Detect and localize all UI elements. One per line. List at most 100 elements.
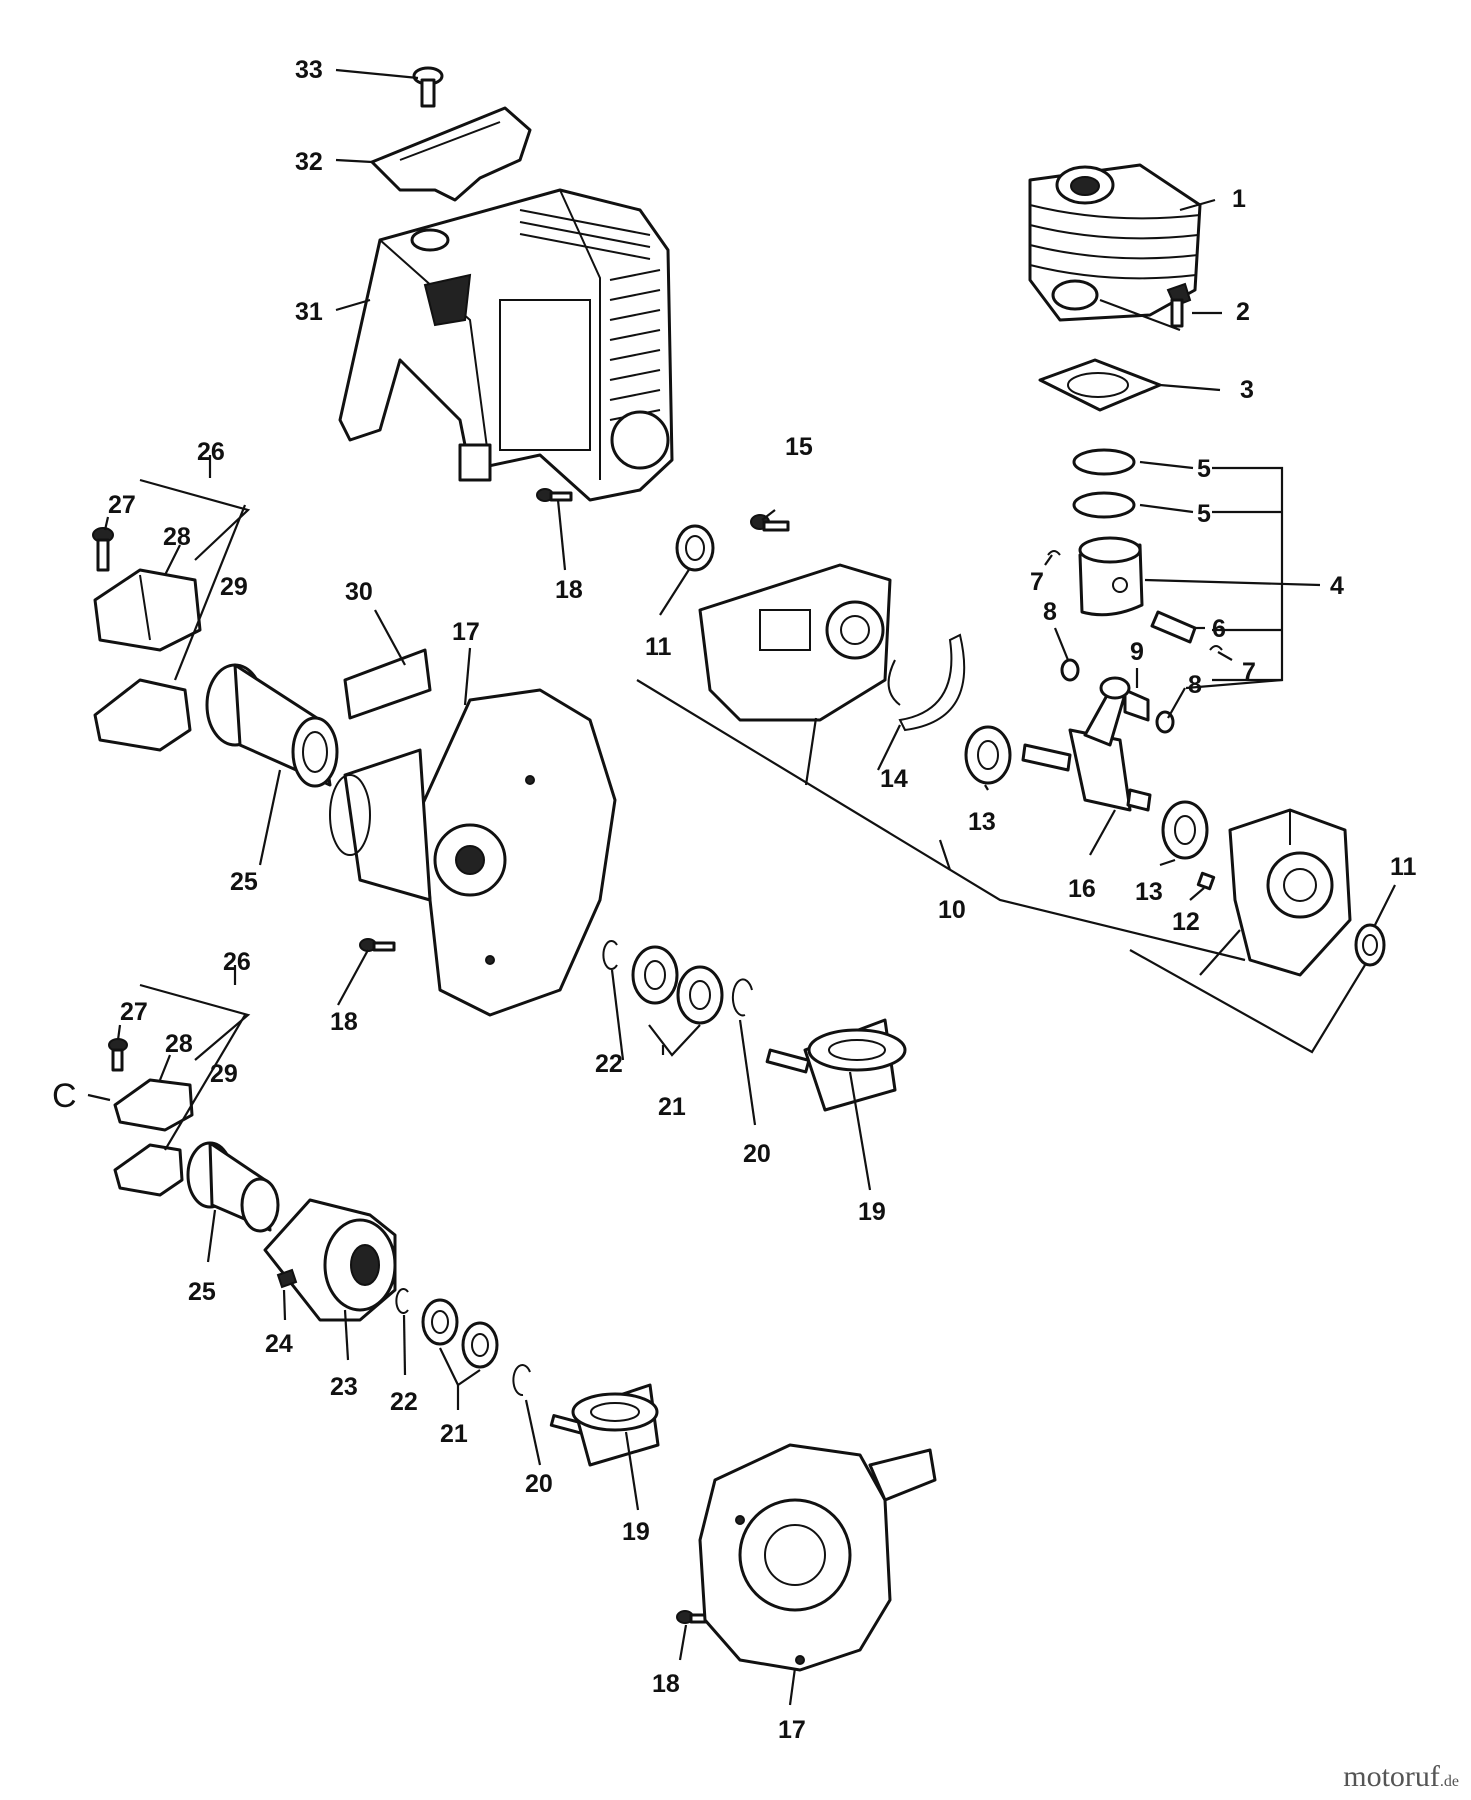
callout-7-left: 7 [1030,568,1044,596]
callout-22-upper: 22 [595,1050,623,1078]
callout-15: 15 [785,433,813,461]
part-24-screw [276,1268,298,1289]
part-11-oil-seal-left [675,524,715,572]
part-21-bearings-upper [631,945,724,1025]
part-27-bolt-upper [92,527,114,572]
callout-7-right: 7 [1242,658,1256,686]
callout-20-upper: 20 [743,1140,771,1168]
callout-11-right: 11 [1390,853,1417,881]
part-30-label [343,648,432,720]
callout-C: C [52,1077,77,1115]
part-25-clutch-housing-upper [205,663,339,788]
callout-20-lower: 20 [525,1470,553,1498]
callout-10: 10 [938,896,966,924]
part-10-crankcase-left [698,563,892,722]
part-20-circlip-lower [512,1364,531,1397]
callout-13-right: 13 [1135,878,1163,906]
part-5-piston-rings [1072,448,1136,519]
callout-24: 24 [265,1330,293,1358]
callout-8-left: 8 [1043,598,1057,626]
callout-18-lower: 18 [652,1670,680,1698]
callout-26-lower: 26 [223,948,251,976]
part-17-starter-housing-lower [698,1443,937,1672]
part-18-screw-middle [359,938,396,952]
callout-33: 33 [295,56,323,84]
part-22-snap-ring-upper [602,940,618,970]
part-18-screw-lower [676,1610,713,1624]
part-13-main-bearing-left [964,725,1012,785]
part-28-clutch-shoe-upper [93,568,202,652]
callout-28-upper: 28 [163,523,191,551]
part-10-crankcase-right [1228,808,1352,977]
part-22-snap-ring-lower [395,1288,409,1314]
callout-32: 32 [295,148,323,176]
part-25-clutch-housing-lower [186,1141,280,1233]
callout-16: 16 [1068,875,1096,903]
part-18-screw-upper [536,488,573,502]
callout-18-upper: 18 [555,576,583,604]
part-9-needle-bearing [1123,688,1150,722]
callout-30: 30 [345,578,373,606]
callout-9: 9 [1130,638,1144,666]
part-29-clutch-shoe-lower [113,1143,184,1197]
callout-19-upper: 19 [858,1198,886,1226]
callout-14: 14 [880,765,908,793]
leader-lines [87,68,1396,1706]
part-2-bolt [1166,282,1192,328]
callout-25-lower: 25 [188,1278,216,1306]
watermark-tld: .de [1439,1773,1459,1790]
callout-1: 1 [1232,185,1246,213]
callout-12: 12 [1172,908,1200,936]
part-17-fan-housing-upper [329,688,617,1017]
callout-5-lower: 5 [1197,500,1211,528]
callout-31: 31 [295,298,323,326]
callout-26-upper: 26 [197,438,225,466]
callout-labels: 33 32 31 1 2 3 5 5 4 6 7 7 8 8 9 15 11 1… [52,56,1417,1744]
part-16-crankshaft [1021,676,1152,812]
part-23-clutch-adapter [263,1198,397,1322]
callout-2: 2 [1236,298,1250,326]
callout-21-lower: 21 [440,1420,468,1448]
part-11-oil-seal-right [1354,923,1386,967]
callout-5-upper: 5 [1197,455,1211,483]
part-20-circlip-upper [731,978,753,1017]
part-31-engine-shroud [338,188,674,502]
callout-29-upper: 29 [220,573,248,601]
callout-4: 4 [1330,572,1344,600]
callout-21-upper: 21 [658,1093,686,1121]
part-19-clutch-drum-lower [549,1383,660,1467]
part-28-clutch-shoe-lower [113,1078,194,1132]
watermark-name: motoruf [1343,1760,1440,1793]
callout-13-left: 13 [968,808,996,836]
part-6-piston-pin [1150,610,1197,644]
callout-27-upper: 27 [108,491,136,519]
callout-22-lower: 22 [390,1388,418,1416]
part-7-circlips [1047,550,1223,651]
callout-19-lower: 19 [622,1518,650,1546]
part-15-screw [750,514,790,532]
callout-17-lower: 17 [778,1716,806,1744]
callout-23: 23 [330,1373,358,1401]
part-12-dowel-pin [1196,871,1216,891]
callout-29-lower: 29 [210,1060,238,1088]
site-watermark: motoruf.de [1343,1760,1459,1794]
part-19-clutch-drum-upper [765,1018,907,1112]
callout-18-middle: 18 [330,1008,358,1036]
part-27-bolt-lower [108,1038,128,1072]
part-13-main-bearing-right [1161,800,1209,860]
callout-8-right: 8 [1188,671,1202,699]
part-14-crankcase-gasket [887,633,966,732]
callout-3: 3 [1240,376,1254,404]
part-33-screw [412,66,444,108]
callout-25-upper: 25 [230,868,258,896]
part-3-gasket [1038,358,1162,412]
part-32-cover-plate [370,106,532,202]
callout-11-left: 11 [645,633,672,661]
callout-27-lower: 27 [120,998,148,1026]
callout-6: 6 [1212,615,1226,643]
part-4-piston [1078,536,1144,617]
part-29-clutch-shoe-upper [93,678,192,752]
callout-17-upper: 17 [452,618,480,646]
part-21-bearings-lower [421,1298,499,1369]
